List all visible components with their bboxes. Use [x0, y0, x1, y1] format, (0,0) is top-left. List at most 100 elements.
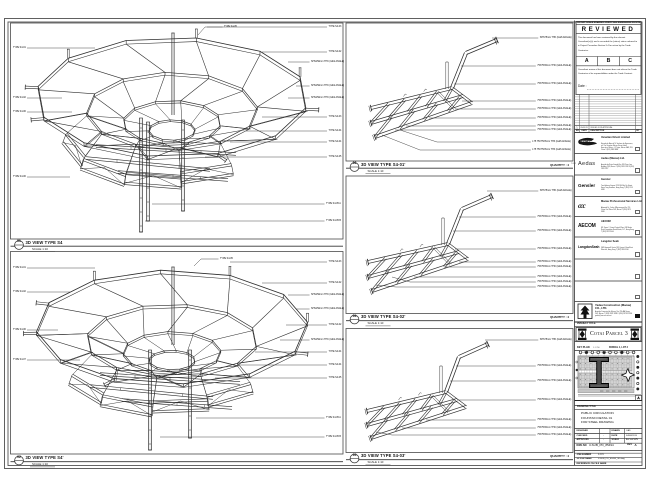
line-primitive	[71, 375, 103, 396]
line-primitive	[399, 110, 416, 130]
line-primitive	[365, 421, 369, 429]
line-primitive	[104, 167, 125, 186]
canopy-structure	[23, 266, 309, 451]
line-primitive	[365, 259, 368, 267]
view-scale: SCALE 1:10	[367, 460, 384, 465]
line-primitive	[188, 142, 221, 145]
view-number: 02	[17, 454, 21, 459]
line-primitive	[69, 382, 102, 403]
consultant-checkbox[interactable]	[634, 189, 640, 195]
rect-primitive	[630, 328, 639, 331]
rect-primitive	[627, 363, 629, 364]
line-primitive	[419, 394, 432, 410]
rev-label: REV	[627, 443, 632, 447]
callout-label: TYPE S4-03	[328, 24, 342, 28]
polyline-primitive	[403, 93, 407, 97]
line-primitive	[196, 41, 209, 76]
rect-primitive	[615, 350, 618, 352]
callout-label: L75 75X75X6mm THK (G&S ANGLE)	[532, 139, 571, 143]
revision-entry-no: △	[575, 124, 578, 129]
line-primitive	[461, 194, 492, 208]
line-primitive	[390, 100, 407, 119]
callout-label: 75X75X6mm THK (G&S ANGLE)	[537, 284, 572, 288]
consultant-checkbox[interactable]	[634, 274, 640, 279]
view-scale: SCALE 1:10	[367, 168, 384, 173]
stamp-box-c-label[interactable]: C	[628, 57, 633, 64]
rect-primitive	[618, 390, 622, 392]
beam-assembly	[365, 192, 494, 296]
view-scale: SCALE 1:10	[367, 321, 384, 326]
line-primitive	[151, 405, 154, 416]
line-primitive	[124, 181, 182, 187]
banner-ornament	[630, 328, 639, 340]
line-primitive	[388, 98, 405, 118]
line-primitive	[484, 342, 489, 349]
consultant-address: Alameda Dr. Carlos D'Assumpcao No. 255 C…	[601, 207, 631, 213]
contractor-checkbox[interactable]	[634, 313, 640, 319]
line-primitive	[495, 36, 499, 44]
stamp-box-a-label[interactable]: A	[584, 57, 589, 64]
job-number-value: 3-123	[598, 453, 604, 456]
line-primitive	[370, 287, 374, 295]
rect-primitive	[591, 385, 592, 387]
callout-label: 75X75X6mm THK (G&S ANGLE)	[537, 98, 572, 102]
line-primitive	[68, 375, 73, 385]
line-primitive	[194, 116, 219, 130]
line-primitive	[83, 158, 127, 175]
rect-primitive	[577, 355, 635, 389]
callout-label: 75X75X6mm THK (G&S ANGLE)	[537, 214, 572, 218]
line-primitive	[441, 244, 450, 258]
line-primitive	[446, 208, 461, 244]
line-primitive	[113, 367, 117, 383]
callout-label: TYPE S4-07	[13, 357, 26, 361]
revision-entry-description: ISSUED FOR APPROVAL	[590, 126, 613, 129]
rect-primitive	[599, 385, 600, 387]
circle-primitive	[189, 359, 191, 361]
line-primitive	[134, 109, 159, 122]
consultant-checkbox[interactable]	[634, 252, 640, 257]
signoff-date-label: DATE	[611, 434, 618, 437]
polyline-primitive	[419, 244, 424, 248]
line-primitive	[372, 260, 469, 293]
aedas-logo-text: Aedas	[578, 160, 596, 167]
line-primitive	[242, 54, 261, 89]
consultant-checkbox[interactable]	[634, 209, 640, 215]
line-primitive	[372, 134, 375, 142]
consultant-checkbox[interactable]	[634, 168, 640, 173]
line-primitive	[80, 167, 105, 170]
line-primitive	[201, 368, 203, 377]
line-primitive	[462, 197, 493, 211]
callout-label: 75X75X6mm THK (G&S ANGLE)	[537, 264, 572, 268]
circle-primitive	[631, 350, 636, 355]
line-primitive	[421, 395, 433, 411]
line-primitive	[207, 384, 251, 398]
callout-label: TYPE S4-04	[328, 139, 342, 143]
rect-primitive	[602, 385, 603, 387]
line-primitive	[398, 109, 414, 128]
line-primitive	[180, 168, 207, 184]
stamp-date-label[interactable]: Date :	[578, 83, 587, 88]
consultant-checkbox[interactable]	[634, 146, 640, 152]
line-primitive	[422, 102, 437, 120]
callout-label: L75 75X75X6mm THK (G&S ANGLE)	[532, 147, 571, 151]
circle-primitive	[636, 382, 640, 385]
line-primitive	[178, 150, 182, 178]
stamp-box-b-label[interactable]: B	[606, 57, 611, 64]
line-primitive	[430, 395, 449, 414]
consultant-checkbox[interactable]	[634, 230, 640, 235]
key-plan-drawing	[575, 350, 642, 401]
view-number: 05	[352, 452, 357, 457]
rect-primitive	[579, 363, 581, 364]
consultant-checkbox[interactable]	[634, 294, 640, 300]
line-primitive	[220, 348, 257, 351]
line-primitive	[221, 125, 251, 130]
rect-primitive	[622, 368, 624, 370]
polygon-primitive	[148, 119, 196, 141]
contractor-name: Yadea Construction (Macau) CO., LTD.	[595, 304, 632, 311]
line-primitive	[383, 402, 400, 420]
rect-primitive	[606, 373, 608, 375]
callout-label: TYPE S4-05	[328, 154, 342, 158]
line-primitive	[123, 355, 150, 359]
line-primitive	[367, 401, 458, 427]
callout-label: 75X75X6mm THK (G&S ANGLE)	[537, 363, 572, 367]
